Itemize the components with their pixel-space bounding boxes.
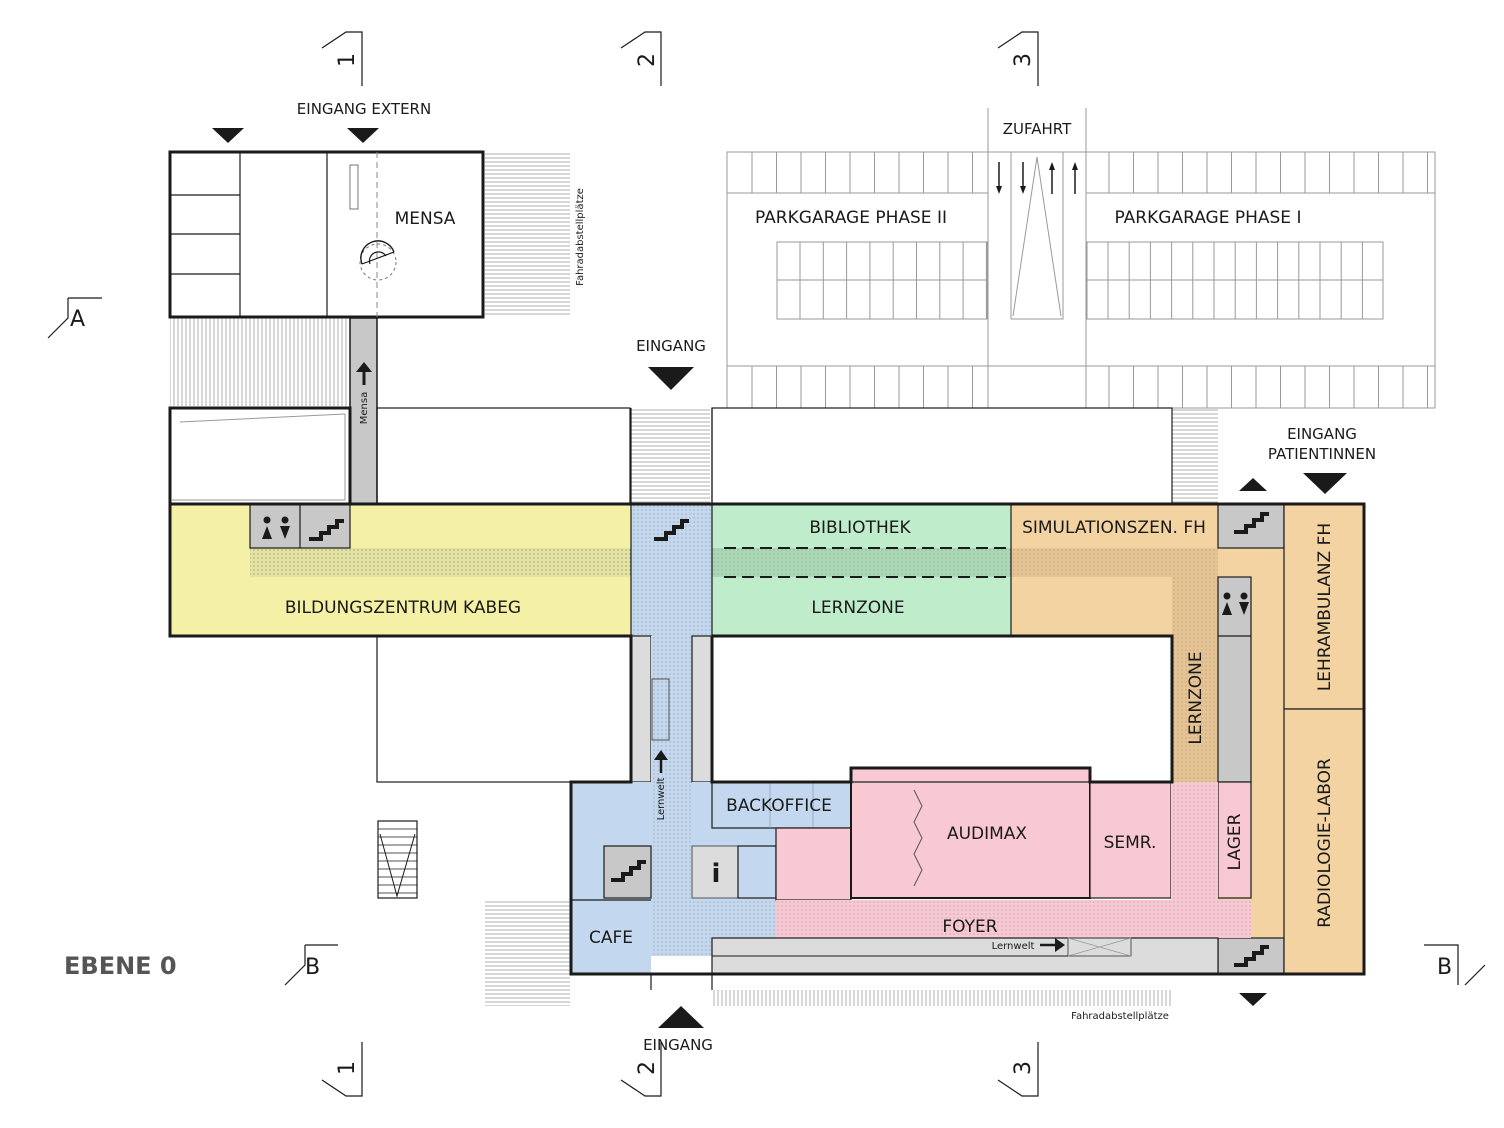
label-mensa-corridor: Mensa [359,392,370,424]
label-bike-bottom: Fahradabstellplätze [1071,1011,1169,1022]
entrance-south-label: EINGANG [643,1036,713,1054]
label-bike-top: Fahradabstellplätze [575,188,586,286]
stair-icons [309,512,1269,967]
label-lernzone-top: LERNZONE [811,598,904,618]
courtyard-top [376,407,631,505]
section-markers [47,31,1486,1097]
mensa-forecourt-hatch [170,318,350,406]
courtyard-top-right [711,407,1173,505]
label-mensa: MENSA [395,209,456,229]
label-lager: LAGER [1225,813,1245,870]
label-lernwelt-vertical: Lernwelt [656,777,667,820]
direction-arrows [356,362,1065,952]
entrance-patients-line2: PATIENTINNEN [1268,445,1376,463]
outdoor-stair [377,820,418,899]
label-audimax: AUDIMAX [947,824,1027,844]
entrance-extern-label: EINGANG EXTERN [297,100,431,118]
driveway-label: ZUFAHRT [1003,120,1072,138]
grey-storage-block [168,406,352,506]
axis-1-top: 1 [335,53,360,67]
mensa-partitions [170,152,397,317]
label-backoffice: BACKOFFICE [726,796,832,816]
wc-icon [262,516,1249,615]
stair-east-bottom [1217,937,1285,975]
entrance-patients-line1: EINGANG [1287,425,1357,443]
info-desk [691,845,739,899]
corridor-west [630,635,652,783]
room-backoffice [711,781,852,829]
info-icon: i [712,859,721,889]
level-title: EBENE 0 [64,952,177,980]
label-lernzone-vertical: LERNZONE [1186,651,1206,744]
label-lehrambulanz: LEHRAMBULANZ FH [1315,523,1335,691]
label-parking-1: PARKGARAGE PHASE I [1115,208,1302,228]
room-lehrambulanz [1283,503,1365,710]
room-radiologie [1283,708,1365,975]
pink-zone [775,827,852,901]
grey-block-detail [172,413,346,501]
label-cafe: CAFE [589,928,633,948]
east-hatch [1172,408,1218,504]
axis-3-top: 3 [1011,53,1036,67]
north-entrance-hatch [630,408,710,504]
section-b-left-label: B [305,955,320,980]
label-simulation: SIMULATIONSZEN. FH [1022,518,1206,538]
label-bildungszentrum: BILDUNGSZENTRUM KABEG [285,598,521,618]
building-outline [168,502,1366,976]
lernwelt-display [651,678,670,741]
room-semr [1089,781,1172,899]
lernwelt-display-foyer [1067,937,1132,957]
entrance-markers [212,128,1347,1028]
label-radiologie: RADIOLOGIE-LABOR [1315,758,1335,928]
section-b-right-label: B [1437,955,1452,980]
label-bibliothek: BIBLIOTHEK [809,518,911,538]
label-foyer: FOYER [942,917,997,937]
axis-2-bottom: 2 [635,1061,660,1075]
bike-rack-bottom [712,990,1172,1006]
bike-rack-top [485,152,570,317]
section-a-label: A [70,307,85,332]
courtyard-bottom [711,635,1173,783]
axis-1-bottom: 1 [335,1061,360,1075]
label-semr: SEMR. [1104,833,1157,853]
corridor-east [691,635,713,783]
axis-3-bottom: 3 [1011,1061,1036,1075]
room-lager [1217,781,1252,899]
label-lernwelt-horizontal: Lernwelt [992,941,1035,952]
axis-2-top: 2 [635,53,660,67]
audimax-partition [913,789,923,887]
bike-rack-bottom-left [485,900,570,1006]
entrance-north-label: EINGANG [636,337,706,355]
courtyard-bottom-left [376,635,632,783]
label-parking-2: PARKGARAGE PHASE II [755,208,947,228]
parking-garage [726,108,1436,409]
